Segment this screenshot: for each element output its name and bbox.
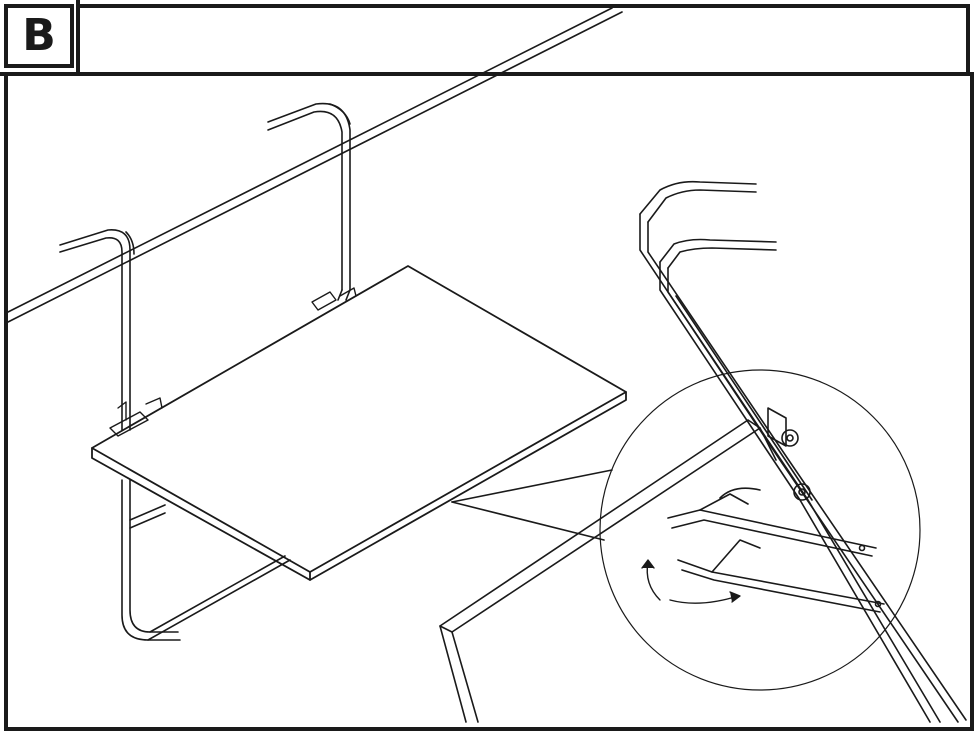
detail-callout-lines xyxy=(451,469,613,541)
right-hook-bracket xyxy=(267,102,351,301)
detail-upright-brackets xyxy=(639,180,967,723)
detail-view-circle xyxy=(599,369,921,691)
frame-top-edge xyxy=(80,4,966,8)
tabletop xyxy=(91,265,627,581)
left-hook-bracket xyxy=(59,229,291,641)
detail-support-arms xyxy=(667,487,885,613)
step-letter: B xyxy=(22,10,56,61)
detail-hinge-bolts xyxy=(767,407,811,501)
step-badge: B xyxy=(4,4,74,68)
frame-right-edge xyxy=(966,4,970,76)
balcony-railing xyxy=(7,7,623,323)
rotate-arrow-icons xyxy=(641,559,741,604)
detail-folded-tabletop xyxy=(439,419,777,723)
illustration-frame xyxy=(4,72,974,731)
bracket-clamps xyxy=(109,287,357,437)
